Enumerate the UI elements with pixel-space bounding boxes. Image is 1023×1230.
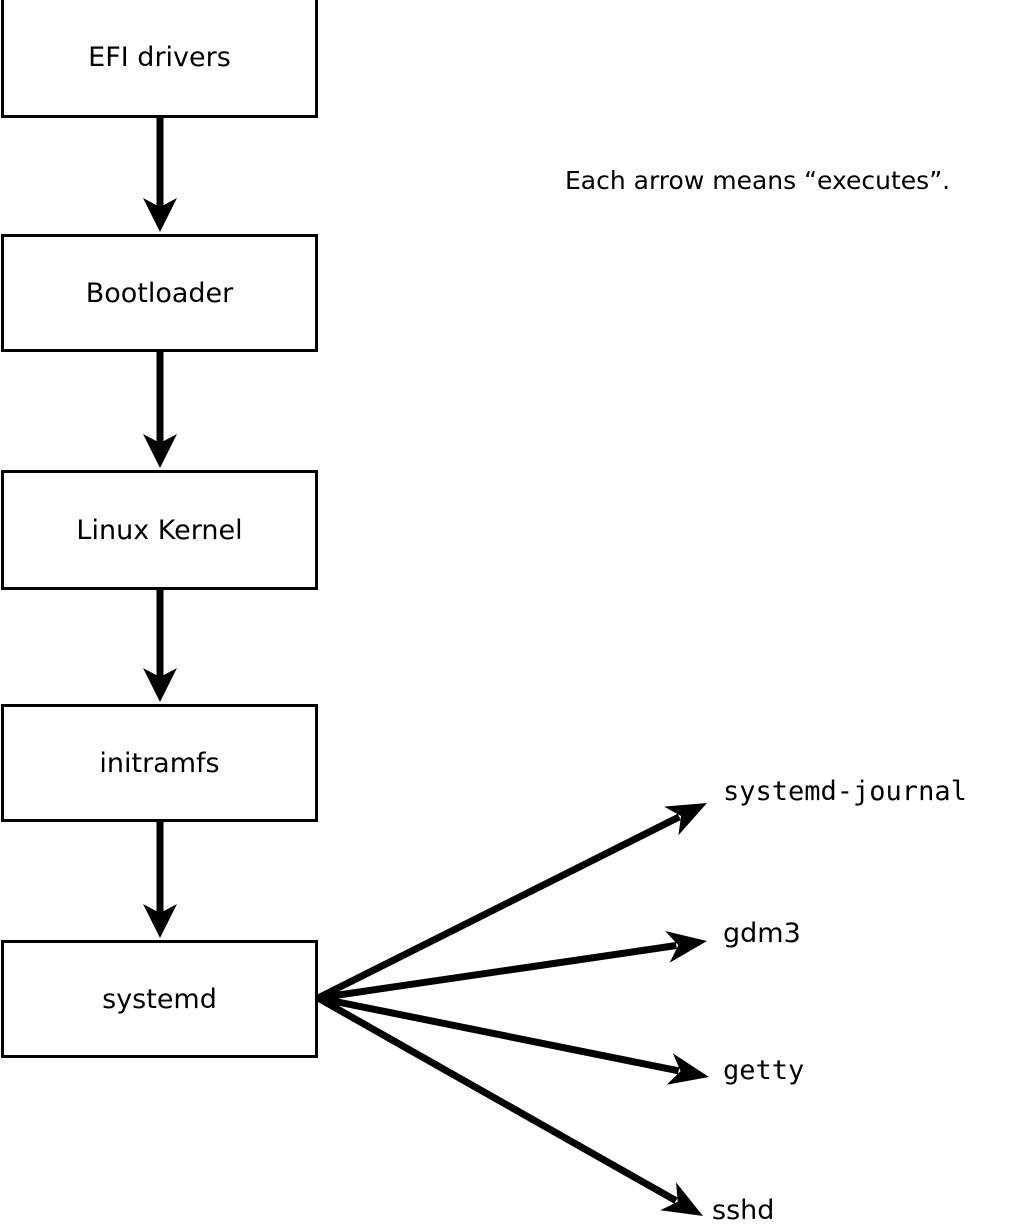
stage-box-initramfs: initramfs [1, 704, 318, 822]
fanout-arrow-line-0 [316, 813, 681, 1002]
chain-arrow-head-0 [143, 198, 177, 232]
fanout-arrow-head-0 [664, 803, 707, 836]
stage-box-efi-drivers: EFI drivers [1, 0, 318, 118]
fanout-arrow-head-1 [665, 930, 707, 963]
fanout-arrow-line-3 [316, 994, 678, 1204]
stage-box-systemd: systemd [1, 940, 318, 1058]
stage-box-label: Bootloader [85, 277, 234, 309]
service-label-sshd: sshd [712, 1195, 775, 1226]
stage-box-bootloader: Bootloader [1, 234, 318, 352]
chain-arrow-head-1 [143, 434, 177, 468]
fanout-arrow-head-3 [660, 1182, 703, 1216]
stage-box-label: EFI drivers [88, 41, 231, 73]
fanout-arrow-line-1 [317, 942, 677, 1002]
stage-box-linux-kernel: Linux Kernel [1, 470, 318, 590]
stage-box-label: initramfs [99, 747, 220, 779]
stage-box-label: Linux Kernel [76, 514, 243, 546]
chain-arrow-head-3 [143, 904, 177, 938]
legend-note: Each arrow means “executes”. [565, 166, 951, 195]
stage-box-label: systemd [102, 983, 217, 1015]
fanout-arrow-head-2 [666, 1053, 709, 1085]
service-label-getty: getty [723, 1055, 805, 1086]
service-label-gdm3: gdm3 [723, 918, 801, 949]
chain-arrow-head-2 [143, 668, 177, 702]
fanout-arrow-line-2 [317, 994, 680, 1075]
service-label-systemd-journal: systemd-journal [723, 776, 967, 807]
